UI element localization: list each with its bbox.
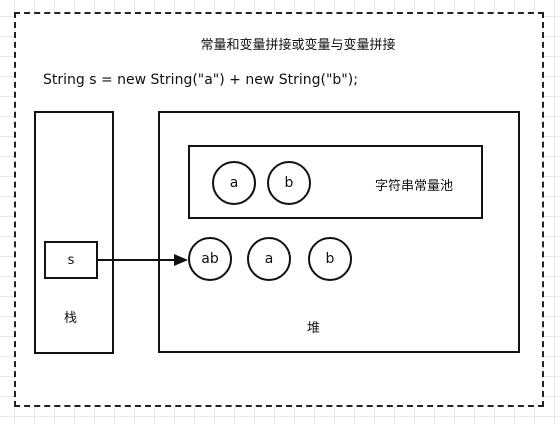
heap-object-a: a: [247, 237, 291, 281]
heap-object-ab: ab: [188, 237, 232, 281]
stack-label: 栈: [64, 311, 78, 326]
diagram-title: 常量和变量拼接或变量与变量拼接: [200, 38, 396, 53]
heap-object-b: b: [308, 237, 352, 281]
pool-entry-a: a: [212, 161, 256, 205]
code-statement: String s = new String("a") + new String(…: [43, 72, 358, 88]
stack-variable-s: s: [44, 241, 98, 279]
string-pool-label: 字符串常量池: [375, 179, 454, 194]
heap-label: 堆: [307, 321, 321, 336]
stack-box: [34, 111, 114, 354]
pool-entry-b: b: [267, 161, 311, 205]
